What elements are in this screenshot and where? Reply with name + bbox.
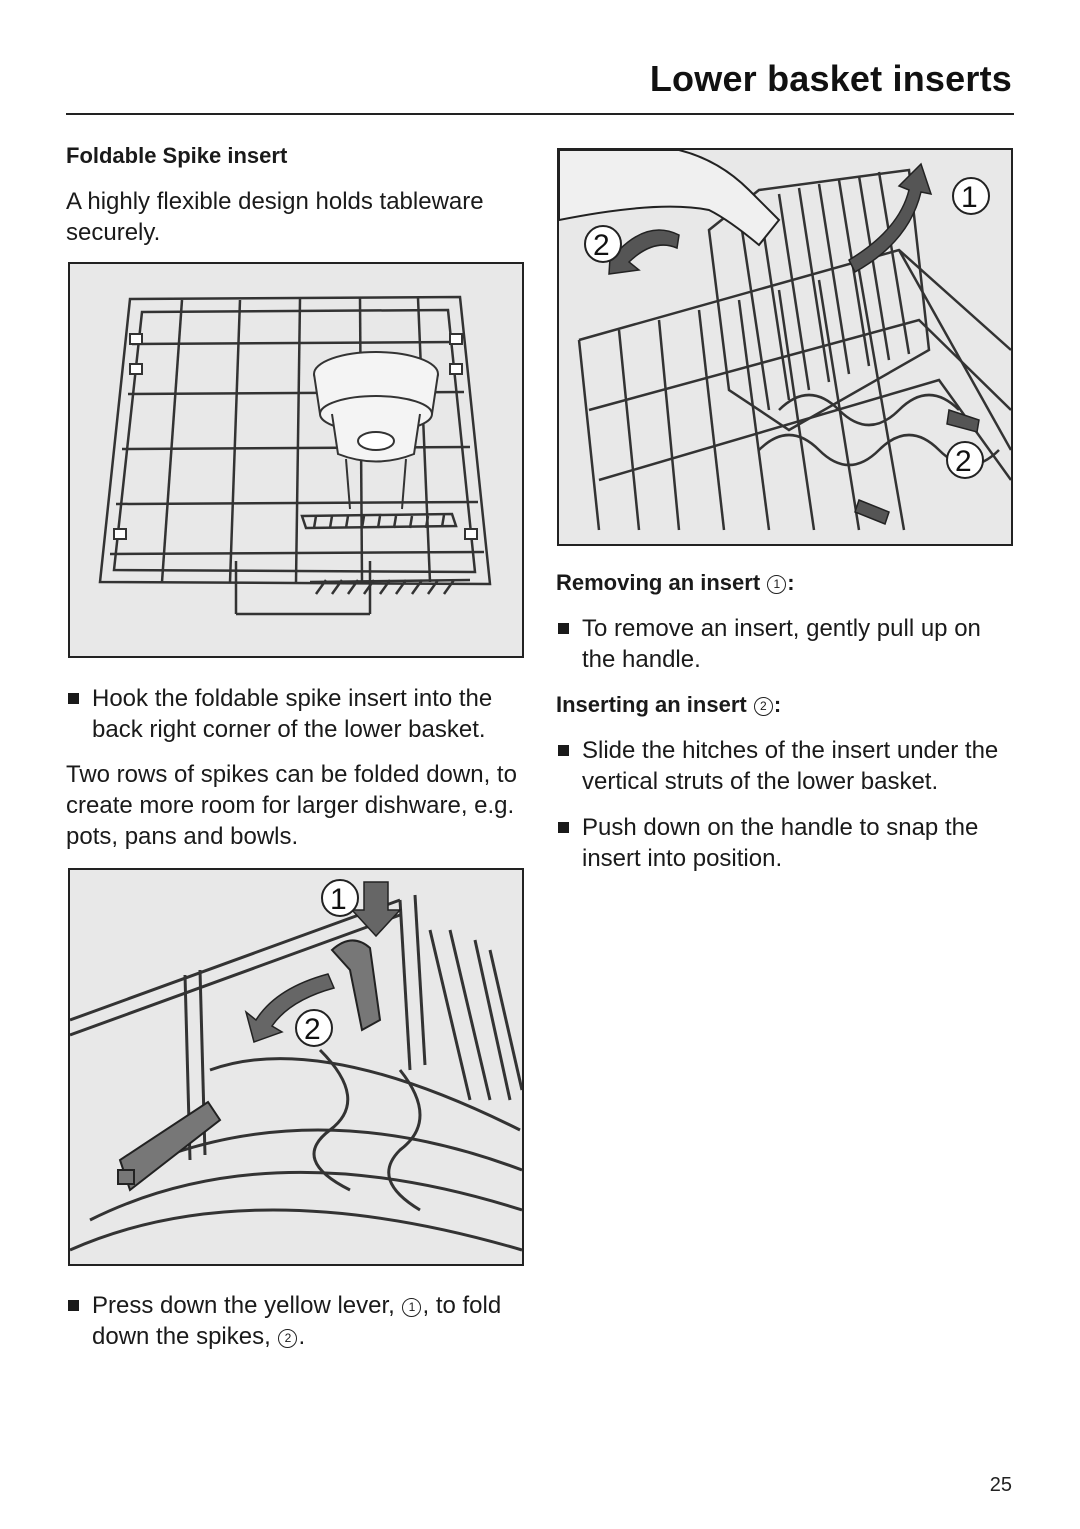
bullet-hook: Hook the foldable spike insert into the … [66, 683, 526, 745]
bullet-push-text: Push down on the handle to snap the inse… [582, 814, 979, 872]
circled-number-1: 1 [767, 575, 787, 594]
bullet-marker [558, 623, 569, 634]
bullet-remove: To remove an insert, gently pull up on t… [556, 613, 1016, 675]
bullet-hook-text: Hook the foldable spike insert into the … [92, 685, 493, 743]
insert-removal-figure: 1 2 2 [557, 148, 1013, 546]
section-heading-removing: Removing an insert 1: [556, 570, 795, 595]
lever-label-1: 1 [330, 883, 347, 916]
bullet-press: Press down the yellow lever, 1, to fold … [66, 1290, 526, 1352]
page-title: Lower basket inserts [649, 58, 1012, 99]
lever-label-2: 2 [304, 1013, 321, 1046]
bullet-press-text-1: Press down the yellow lever, [92, 1292, 395, 1319]
insert-removal-illustration: 1 2 2 [559, 150, 1011, 531]
title-divider [66, 113, 1014, 115]
bullet-marker [558, 745, 569, 756]
bullet-remove-text: To remove an insert, gently pull up on t… [582, 615, 981, 673]
section-heading-foldable: Foldable Spike insert [66, 143, 288, 168]
bullet-marker [558, 822, 569, 833]
intro-paragraph: A highly flexible design holds tableware… [66, 188, 484, 246]
press-instruction: Press down the yellow lever, 1, to fold … [66, 1290, 526, 1352]
bullet-slide-text: Slide the hitches of the insert under th… [582, 737, 999, 795]
foldable-section: Foldable Spike insert A highly flexible … [66, 140, 526, 248]
foldable-instructions: Hook the foldable spike insert into the … [66, 683, 526, 852]
bullet-marker [68, 1300, 79, 1311]
circled-number-2: 2 [278, 1329, 298, 1348]
bullet-press-text-2: , to fold down the spikes, [92, 1292, 502, 1350]
basket-top-view-illustration [98, 295, 492, 616]
removal-label-2b: 2 [955, 445, 972, 478]
basket-top-view-figure [68, 262, 524, 658]
section-heading-inserting: Inserting an insert 2: [556, 692, 782, 717]
insert-instructions: Removing an insert 1: To remove an inser… [556, 567, 1016, 874]
rows-paragraph: Two rows of spikes can be folded down, t… [66, 761, 517, 850]
lever-closeup-illustration: 1 2 [70, 879, 522, 1252]
circled-number-1: 1 [402, 1298, 422, 1317]
bullet-press-text-3: . [298, 1323, 306, 1350]
lever-closeup-figure: 1 2 [68, 868, 524, 1266]
page-number: 25 [989, 1474, 1012, 1496]
bullet-slide: Slide the hitches of the insert under th… [556, 735, 1016, 797]
bullet-push: Push down on the handle to snap the inse… [556, 812, 1016, 874]
removing-heading-text: Removing an insert [556, 570, 761, 595]
bullet-marker [68, 693, 79, 704]
removal-label-2a: 2 [593, 229, 610, 262]
inserting-heading-text: Inserting an insert [556, 692, 747, 717]
removal-label-1: 1 [961, 181, 978, 214]
circled-number-2: 2 [753, 697, 773, 716]
